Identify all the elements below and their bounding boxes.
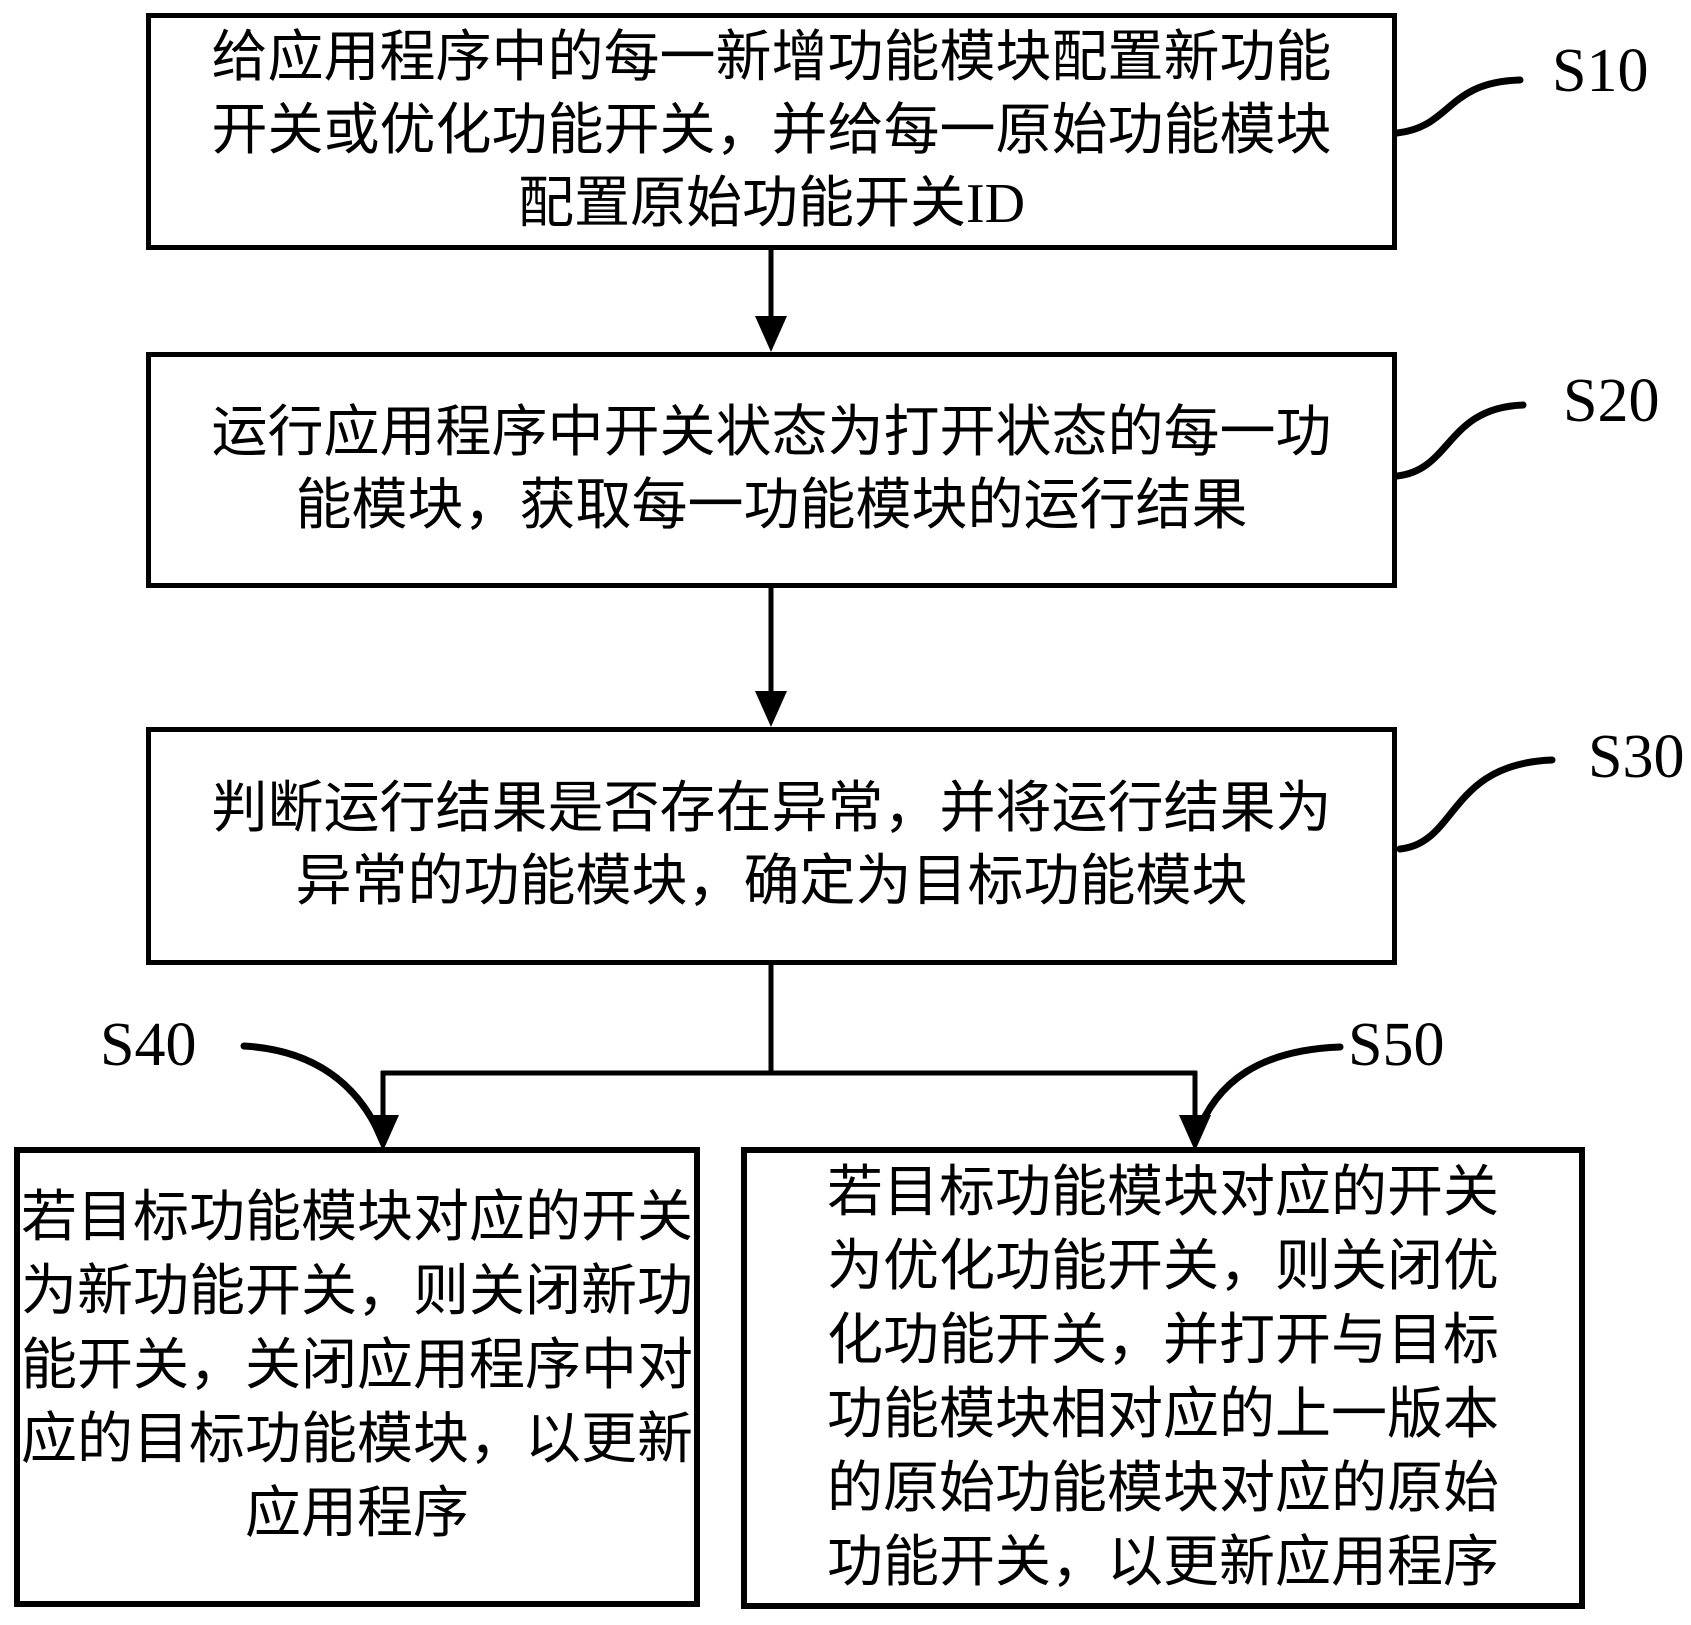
step-label-s40: S40 [100,1011,197,1079]
step-box-s20: 运行应用程序中开关状态为打开状态的每一功 能模块，获取每一功能模块的运行结果 [146,352,1397,588]
step-text-line: 开关或优化功能开关，并给每一原始功能模块 [211,100,1332,162]
step-text-line: 功能模块相对应的上一版本 [827,1384,1499,1446]
step-box-s10: 给应用程序中的每一新增功能模块配置新功能 开关或优化功能开关，并给每一原始功能模… [146,13,1397,250]
step-text-line: 能开关，关闭应用程序中对 [21,1335,693,1397]
step-box-s30: 判断运行结果是否存在异常，并将运行结果为 异常的功能模块，确定为目标功能模块 [146,727,1397,965]
leader-curve-s20 [1393,401,1527,480]
leader-curve-s50 [1192,1043,1344,1141]
step-text-line: 异常的功能模块，确定为目标功能模块 [295,851,1248,913]
step-text-line: 运行应用程序中开关状态为打开状态的每一功 [211,402,1332,464]
step-text-line: 功能开关，以更新应用程序 [827,1532,1499,1594]
step-text-line: 给应用程序中的每一新增功能模块配置新功能 [211,27,1332,89]
step-text-line: 若目标功能模块对应的开关 [21,1187,693,1249]
step-text-line: 应的目标功能模块，以更新 [21,1409,693,1471]
step-text-line: 判断运行结果是否存在异常，并将运行结果为 [211,778,1332,840]
step-text-line: 能模块，获取每一功能模块的运行结果 [295,475,1248,537]
arrow-down-icon [755,691,787,727]
step-box-s50: 若目标功能模块对应的开关 为优化功能开关，则关闭优 化功能开关，并打开与目标 功… [741,1147,1585,1609]
leader-curve-s30 [1396,756,1556,853]
step-text-line: 为优化功能开关，则关闭优 [827,1236,1499,1298]
step-label-s30: S30 [1588,723,1685,791]
arrow-down-icon [755,316,787,352]
step-text-line: 化功能开关，并打开与目标 [827,1310,1499,1372]
step-text-line: 应用程序 [245,1483,469,1545]
leader-curve-s10 [1393,76,1524,137]
step-text-line: 为新功能开关，则关闭新功 [21,1261,693,1323]
step-label-s50: S50 [1348,1011,1445,1079]
step-label-s10: S10 [1552,37,1649,105]
step-text-line: 若目标功能模块对应的开关 [827,1162,1499,1224]
step-label-s20: S20 [1563,367,1660,435]
step-box-s40: 若目标功能模块对应的开关 为新功能开关，则关闭新功 能开关，关闭应用程序中对 应… [14,1147,700,1607]
step-text-line: 配置原始功能开关ID [517,173,1026,235]
leader-curve-s40 [240,1042,385,1141]
step-text-line: 的原始功能模块对应的原始 [827,1458,1499,1520]
